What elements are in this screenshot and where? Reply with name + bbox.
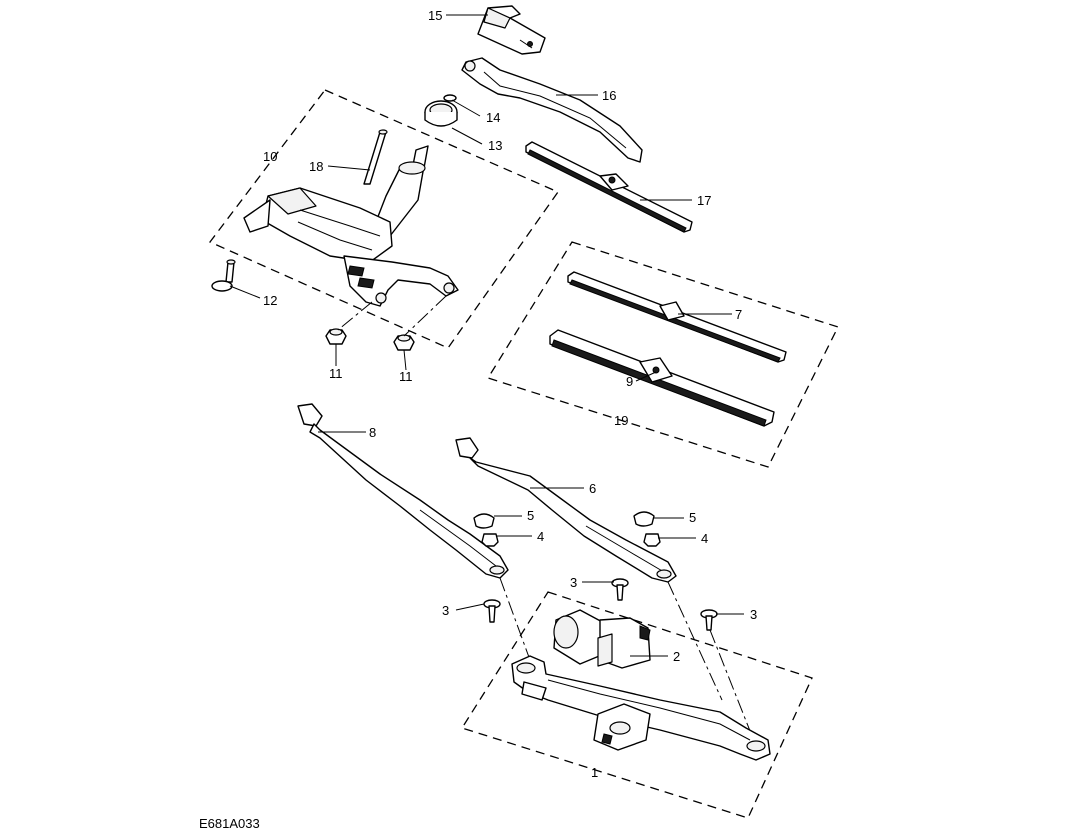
wiper-arm-passenger — [455, 437, 677, 583]
spindle-cap — [424, 100, 458, 127]
callout-13: 13 — [488, 138, 502, 153]
callout-7: 7 — [735, 307, 742, 322]
rear-wiper-blade — [525, 141, 693, 233]
bolt-12 — [211, 259, 236, 292]
wiper-linkage — [511, 655, 771, 761]
front-wiper-motor — [553, 609, 651, 669]
leader-18 — [327, 165, 371, 171]
callout-4-left: 4 — [537, 529, 544, 544]
callout-11-right: 11 — [399, 369, 413, 384]
group-19-outline — [487, 241, 839, 468]
rear-wiper-arm — [461, 57, 643, 163]
callout-19: 19 — [614, 413, 628, 428]
nut-4-right — [643, 533, 661, 547]
leader-9 — [635, 371, 657, 382]
group-1-outline — [460, 591, 813, 819]
alignment-line-stud-c — [709, 629, 753, 737]
nut-11-right — [393, 334, 415, 351]
callout-12: 12 — [263, 293, 277, 308]
rear-wiper-motor — [243, 145, 459, 307]
spindle-washer — [443, 94, 457, 102]
leader-14 — [451, 99, 481, 117]
reference-code: E681A033 — [199, 816, 260, 831]
wiper-blade-passenger — [567, 271, 787, 363]
leader-12 — [229, 285, 261, 299]
callout-6: 6 — [589, 481, 596, 496]
leader-3b — [455, 603, 485, 611]
stud-3-a — [483, 599, 501, 623]
callout-2: 2 — [673, 649, 680, 664]
callout-4-right: 4 — [701, 531, 708, 546]
group-10-outline — [208, 89, 559, 349]
bolt-18 — [363, 129, 388, 185]
callout-3-left: 3 — [442, 603, 449, 618]
callout-9: 9 — [626, 374, 633, 389]
callout-17: 17 — [697, 193, 711, 208]
callout-3-top: 3 — [570, 575, 577, 590]
nut-11-left — [325, 328, 347, 345]
alignment-line-11a — [337, 301, 373, 331]
callout-5-left: 5 — [527, 508, 534, 523]
leader-11b — [403, 349, 407, 371]
callout-8: 8 — [369, 425, 376, 440]
callout-3-right: 3 — [750, 607, 757, 622]
callout-5-right: 5 — [689, 510, 696, 525]
nut-4-left — [481, 533, 499, 547]
leader-13 — [451, 127, 483, 145]
callout-11-left: 11 — [329, 366, 343, 381]
callout-14: 14 — [486, 110, 500, 125]
stud-3-c — [700, 609, 718, 631]
callout-1: 1 — [591, 765, 598, 780]
alignment-line-11b — [403, 295, 447, 337]
callout-18: 18 — [309, 159, 323, 174]
alignment-line-right — [667, 581, 723, 701]
alignment-line-left — [499, 577, 531, 661]
callout-15: 15 — [428, 8, 442, 23]
callout-10: 10 — [263, 149, 277, 164]
wiper-arm-driver — [297, 403, 509, 579]
stud-3-b — [611, 578, 629, 601]
callout-16: 16 — [602, 88, 616, 103]
cap-5-left — [473, 513, 495, 529]
cap-5-right — [633, 511, 655, 527]
rear-arm-cap — [477, 5, 546, 55]
